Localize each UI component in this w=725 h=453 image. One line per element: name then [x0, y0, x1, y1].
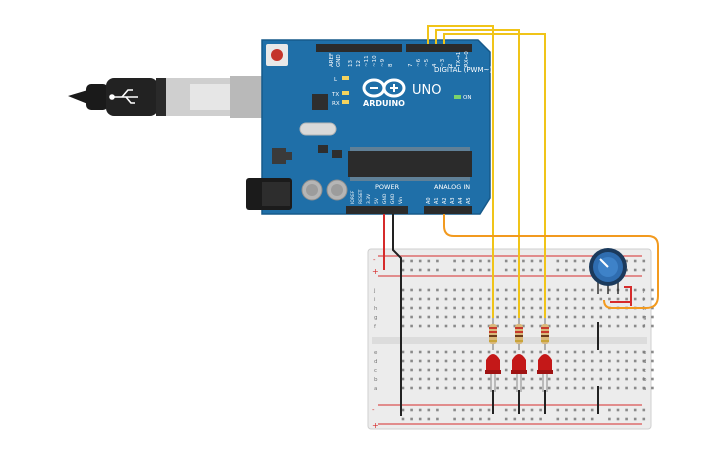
- ground-wire[interactable]: [392, 214, 599, 416]
- usb-cable[interactable]: [68, 76, 264, 118]
- svg-text:~6: ~6: [416, 58, 422, 67]
- svg-text:5V: 5V: [374, 197, 380, 204]
- svg-text:~9: ~9: [380, 58, 386, 67]
- crystal-oscillator: [299, 122, 337, 136]
- rail-minus-label-bottom: -: [372, 406, 375, 414]
- usb-chip: [312, 94, 328, 110]
- svg-text:~11: ~11: [364, 55, 370, 67]
- svg-text:GND: GND: [336, 54, 342, 67]
- signal-wires[interactable]: [427, 25, 546, 318]
- voltage-regulator: [272, 148, 286, 164]
- analog-pin-labels: A0 A1 A2 A3 A4 A5: [426, 197, 472, 204]
- svg-text:RX: RX: [332, 101, 340, 107]
- breadboard-row-letter: a: [643, 386, 646, 392]
- power-jack[interactable]: [246, 178, 292, 210]
- rail-plus-label-bottom: +: [372, 421, 379, 430]
- svg-text:A4: A4: [458, 197, 464, 204]
- capacitors: [301, 179, 348, 201]
- power-pin-labels: IOREF RESET 3.3V 5V GND GND Vin: [350, 189, 404, 204]
- svg-text:RX←0: RX←0: [464, 51, 470, 67]
- breadboard-row-letter: g: [374, 315, 378, 321]
- svg-text:~10: ~10: [372, 55, 378, 67]
- digital-header-label: DIGITAL (PWM~): [434, 66, 492, 74]
- rail-plus-label: +: [372, 267, 379, 276]
- svg-text:8: 8: [388, 63, 394, 67]
- svg-text:A2: A2: [442, 197, 448, 204]
- onboard-leds: L TX RX: [331, 76, 349, 107]
- breadboard-row-letter: e: [643, 350, 647, 356]
- red-led[interactable]: [537, 354, 553, 392]
- resistor[interactable]: [489, 318, 497, 350]
- svg-text:2: 2: [448, 64, 454, 68]
- analog-in-label: ANALOG IN: [434, 183, 470, 191]
- breadboard-row-letter: i: [374, 297, 376, 303]
- breadboard-row-letter: c: [374, 368, 377, 374]
- digital-pin-labels: GND AREF 13 12 ~11 ~10 ~9 8 7 ~6 ~5 4 ~3…: [329, 51, 470, 68]
- power-pin-header: [346, 206, 408, 214]
- rail-minus-label: -: [373, 256, 376, 264]
- breadboard-row-letter: a: [374, 386, 377, 392]
- power-label: POWER: [375, 183, 400, 191]
- potentiometer[interactable]: [589, 248, 627, 294]
- breadboard-row-letter: f: [643, 324, 646, 330]
- svg-text:~5: ~5: [424, 58, 430, 67]
- resistor[interactable]: [541, 318, 549, 350]
- svg-text:A5: A5: [466, 197, 472, 204]
- svg-text:IOREF: IOREF: [350, 190, 356, 204]
- analog-pin-header: [424, 206, 472, 214]
- breadboard-row-letter: i: [643, 297, 645, 303]
- power-led: [454, 95, 461, 99]
- resistors[interactable]: [489, 318, 549, 350]
- breadboard-row-letter: b: [374, 377, 378, 383]
- svg-text:12: 12: [356, 60, 362, 67]
- svg-text:A1: A1: [434, 197, 440, 204]
- svg-text:A0: A0: [426, 197, 432, 204]
- breadboard-row-letter: h: [374, 306, 378, 312]
- power-5v-wire[interactable]: [383, 214, 632, 306]
- breadboard-row-letter: b: [643, 377, 647, 383]
- svg-text:RESET: RESET: [358, 189, 364, 204]
- breadboard-row-letter: j: [373, 288, 376, 294]
- red-led[interactable]: [511, 354, 527, 392]
- red-led[interactable]: [485, 354, 501, 392]
- breadboard-row-letter: g: [643, 315, 647, 321]
- svg-text:TX→1: TX→1: [456, 52, 462, 68]
- svg-text:3.3V: 3.3V: [366, 193, 372, 204]
- breadboard-row-letter: j: [642, 288, 645, 294]
- svg-text:~3: ~3: [440, 58, 446, 67]
- breadboard-row-letter: e: [374, 350, 378, 356]
- red-leds[interactable]: [485, 354, 553, 392]
- svg-text:L: L: [334, 77, 338, 83]
- arduino-uno-board[interactable]: DIGITAL (PWM~) GND AREF 13 12 ~11 ~10 ~9…: [246, 39, 492, 215]
- svg-text:TX: TX: [331, 92, 339, 98]
- svg-text:AREF: AREF: [329, 53, 335, 67]
- breadboard-row-letter: d: [374, 359, 378, 365]
- svg-text:Vin: Vin: [398, 197, 404, 204]
- breadboard-row-letter: d: [643, 359, 647, 365]
- potentiometer-knob-indicator-icon: [599, 258, 609, 268]
- atmega-chip: [348, 147, 472, 181]
- svg-text:GND: GND: [390, 193, 396, 204]
- uno-model-label: UNO: [412, 83, 441, 98]
- arduino-logo-icon: [362, 78, 406, 98]
- svg-text:A3: A3: [450, 197, 456, 204]
- svg-text:GND: GND: [382, 193, 388, 204]
- arduino-brand-label: ARDUINO: [363, 99, 405, 108]
- analog-a0-wire[interactable]: [443, 214, 659, 309]
- breadboard-row-letter: c: [643, 368, 646, 374]
- breadboard-row-letter: f: [374, 324, 377, 330]
- svg-text:13: 13: [348, 60, 354, 67]
- digital-pin-header: [316, 44, 472, 52]
- on-label: ON: [463, 95, 471, 101]
- resistor[interactable]: [515, 318, 523, 350]
- usb-symbol-icon: [109, 89, 138, 104]
- svg-text:4: 4: [432, 63, 438, 67]
- svg-text:7: 7: [408, 63, 414, 67]
